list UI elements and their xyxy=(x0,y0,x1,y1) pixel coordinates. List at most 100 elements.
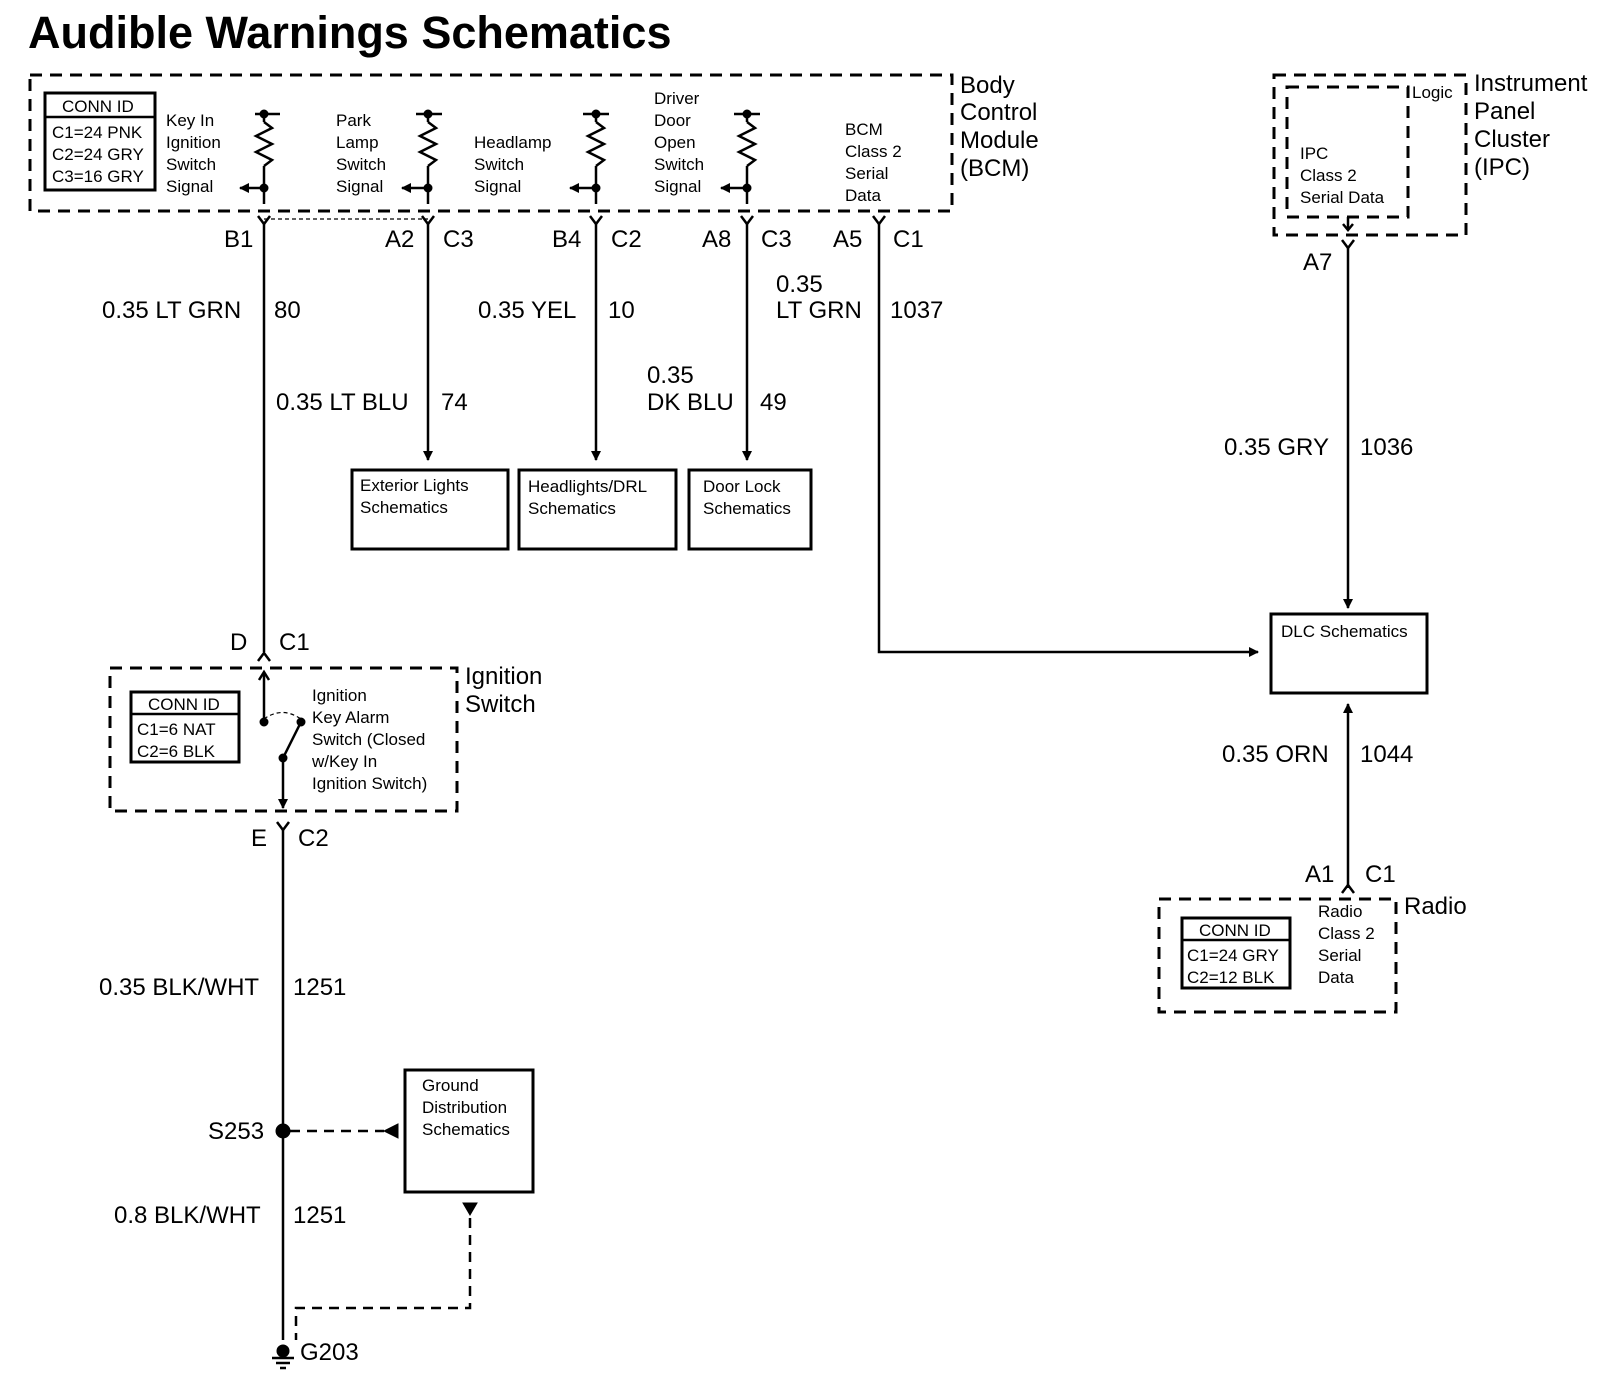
pin-a5-conn: C1 xyxy=(893,226,924,253)
wire-door-gauge: 0.35 xyxy=(647,362,694,389)
pin-e: E xyxy=(251,825,267,852)
ipc-module: Logic IPC Class 2 Serial Data Instrument… xyxy=(1272,70,1594,237)
wire-ground-lower-color: 0.8 BLK/WHT xyxy=(114,1202,261,1229)
ground-dist-down-arrow xyxy=(462,1202,478,1216)
pin-b1: B1 xyxy=(224,226,253,253)
pin-a2: A2 xyxy=(385,226,414,253)
pin-e-conn: C2 xyxy=(298,825,329,852)
pin-a5: A5 xyxy=(833,226,862,253)
wire-door-circuit: 49 xyxy=(760,389,787,416)
wire-bcm-data-gauge: 0.35 xyxy=(776,271,823,298)
ipc-connector-terminal xyxy=(1341,239,1355,251)
wire-bcm-class2-data xyxy=(877,224,1259,657)
page-title: Audible Warnings Schematics xyxy=(28,7,671,58)
svg-text:Exterior Lights Schemati: Exterior Lights Schematics xyxy=(360,476,473,517)
wire-park-lamp-color: 0.35 LT BLU xyxy=(276,389,409,416)
radio-conn-id-table: CONN ID C1=24 GRY C2=12 BLK xyxy=(1180,916,1292,990)
svg-text:C2=6 BLK: C2=6 BLK xyxy=(137,742,216,761)
pullup-resistor-park-lamp xyxy=(401,109,442,204)
radio-data-label: Radio Class 2 Serial Data xyxy=(1318,902,1379,987)
splice-s253 xyxy=(275,1123,291,1139)
ignition-name: Ignition Switch xyxy=(465,663,549,718)
ign-c2-connector-terminal xyxy=(276,821,290,833)
svg-text:Door Lock Schematics: Door Lock Schematics xyxy=(703,477,791,518)
ignition-dashed-border xyxy=(108,666,459,813)
svg-text:CONN ID: CONN ID xyxy=(148,695,220,714)
svg-text:Headlights/DRL Schematic: Headlights/DRL Schematics xyxy=(528,477,651,518)
bcm-conn-c1: C1=24 PNK xyxy=(52,123,143,142)
bcm-conn-id-header: CONN ID xyxy=(62,97,134,116)
headlamp-signal-label: Headlamp Switch Signal xyxy=(474,133,556,196)
ignition-conn-id-table: CONN ID C1=6 NAT C2=6 BLK xyxy=(129,690,241,764)
ipc-data-label: IPC Class 2 Serial Data xyxy=(1300,144,1385,207)
pin-a7: A7 xyxy=(1303,249,1332,276)
pin-a1-conn: C1 xyxy=(1365,861,1396,888)
bcm-connector-terminals xyxy=(257,215,886,227)
ground-g203-symbol xyxy=(272,1344,294,1370)
wire-bcm-data-color: LT GRN xyxy=(776,297,862,324)
pin-a8: A8 xyxy=(702,226,731,253)
wire-park-lamp-circuit: 74 xyxy=(441,389,468,416)
wire-ground-lower-circuit: 1251 xyxy=(293,1202,346,1229)
radio-dashed-border xyxy=(1157,897,1398,1014)
svg-text:DLC Schematics: DLC Schematics xyxy=(1281,622,1408,641)
wire-bcm-data-circuit: 1037 xyxy=(890,297,943,324)
pin-a2-conn: C3 xyxy=(443,226,474,253)
svg-text:C2=12 BLK: C2=12 BLK xyxy=(1187,968,1275,987)
wire-door-color: DK BLU xyxy=(647,389,734,416)
bcm-name: Body Control Module (BCM) xyxy=(960,72,1045,182)
key-in-signal-label: Key In Ignition Switch Signal xyxy=(166,111,226,196)
pin-d: D xyxy=(230,629,247,656)
bcm-dashed-border xyxy=(28,73,954,213)
ipc-dashed-border xyxy=(1272,73,1468,237)
pullup-resistor-driver-door xyxy=(720,109,760,204)
ign-c1-connector-terminal xyxy=(257,650,271,662)
pin-a8-conn: C3 xyxy=(761,226,792,253)
radio-module: Radio CONN ID C1=24 GRY C2=12 BLK Radio … xyxy=(1157,893,1467,1014)
radio-name: Radio xyxy=(1404,893,1467,920)
pullup-resistor-key-in xyxy=(239,109,280,204)
wire-headlamp-color: 0.35 YEL xyxy=(478,297,576,324)
ipc-name: Instrument Panel Cluster (IPC) xyxy=(1474,70,1594,181)
ground-dist-return-dashed xyxy=(294,1218,472,1340)
door-lock-schematics-box[interactable]: Door Lock Schematics xyxy=(687,468,813,551)
wire-key-in-color: 0.35 LT GRN xyxy=(102,297,241,324)
wire-headlamp-circuit: 10 xyxy=(608,297,635,324)
park-lamp-signal-label: Park Lamp Switch Signal xyxy=(336,111,391,196)
headlights-drl-schematics-box[interactable]: Headlights/DRL Schematics xyxy=(517,468,678,551)
dlc-schematics-box[interactable]: DLC Schematics xyxy=(1269,612,1429,695)
svg-text:Ground Distribution: Ground Distribution Schematics xyxy=(422,1076,512,1139)
splice-label: S253 xyxy=(208,1118,264,1145)
bcm-conn-id-table: CONN ID C1=24 PNK C2=24 GRY C3=16 GRY xyxy=(43,91,157,192)
pin-b4: B4 xyxy=(552,226,581,253)
key-alarm-switch xyxy=(257,669,306,809)
pin-d-conn: C1 xyxy=(279,629,310,656)
svg-text:C1=24 GRY: C1=24 GRY xyxy=(1187,946,1279,965)
wire-ground-upper-circuit: 1251 xyxy=(293,974,346,1001)
ground-label: G203 xyxy=(300,1339,359,1366)
wire-ground-upper-color: 0.35 BLK/WHT xyxy=(99,974,259,1001)
ignition-switch-module: Ignition Switch CONN ID C1=6 NAT C2=6 BL… xyxy=(108,663,549,813)
wire-key-in-circuit: 80 xyxy=(274,297,301,324)
driver-door-signal-label: Driver Door Open Switch Signal xyxy=(654,89,709,196)
svg-text:CONN ID: CONN ID xyxy=(1199,921,1271,940)
wire-radio-circuit: 1044 xyxy=(1360,741,1413,768)
pullup-resistor-headlamp xyxy=(569,109,609,204)
bcm-module: Body Control Module (BCM) CONN ID C1=24 … xyxy=(28,72,1045,213)
radio-connector-terminal xyxy=(1341,882,1355,894)
ground-distribution-schematics-box[interactable]: Ground Distribution Schematics xyxy=(403,1068,535,1194)
pin-a1: A1 xyxy=(1305,861,1334,888)
wire-ipc-circuit: 1036 xyxy=(1360,434,1413,461)
pin-b4-conn: C2 xyxy=(611,226,642,253)
bcm-conn-c2: C2=24 GRY xyxy=(52,145,144,164)
wire-radio-color: 0.35 ORN xyxy=(1222,741,1329,768)
exterior-lights-schematics-box[interactable]: Exterior Lights Schematics xyxy=(350,468,510,551)
ipc-logic-label: Logic xyxy=(1412,83,1453,102)
bcm-class2-data-label: BCM Class 2 Serial Data xyxy=(845,120,906,205)
svg-text:C1=6 NAT: C1=6 NAT xyxy=(137,720,216,739)
wire-ipc-color: 0.35 GRY xyxy=(1224,434,1329,461)
key-alarm-switch-label: Ignition Key Alarm Switch (Closed w/Key … xyxy=(311,686,430,793)
bcm-conn-c3: C3=16 GRY xyxy=(52,167,144,186)
ground-dist-arrow xyxy=(382,1123,399,1139)
